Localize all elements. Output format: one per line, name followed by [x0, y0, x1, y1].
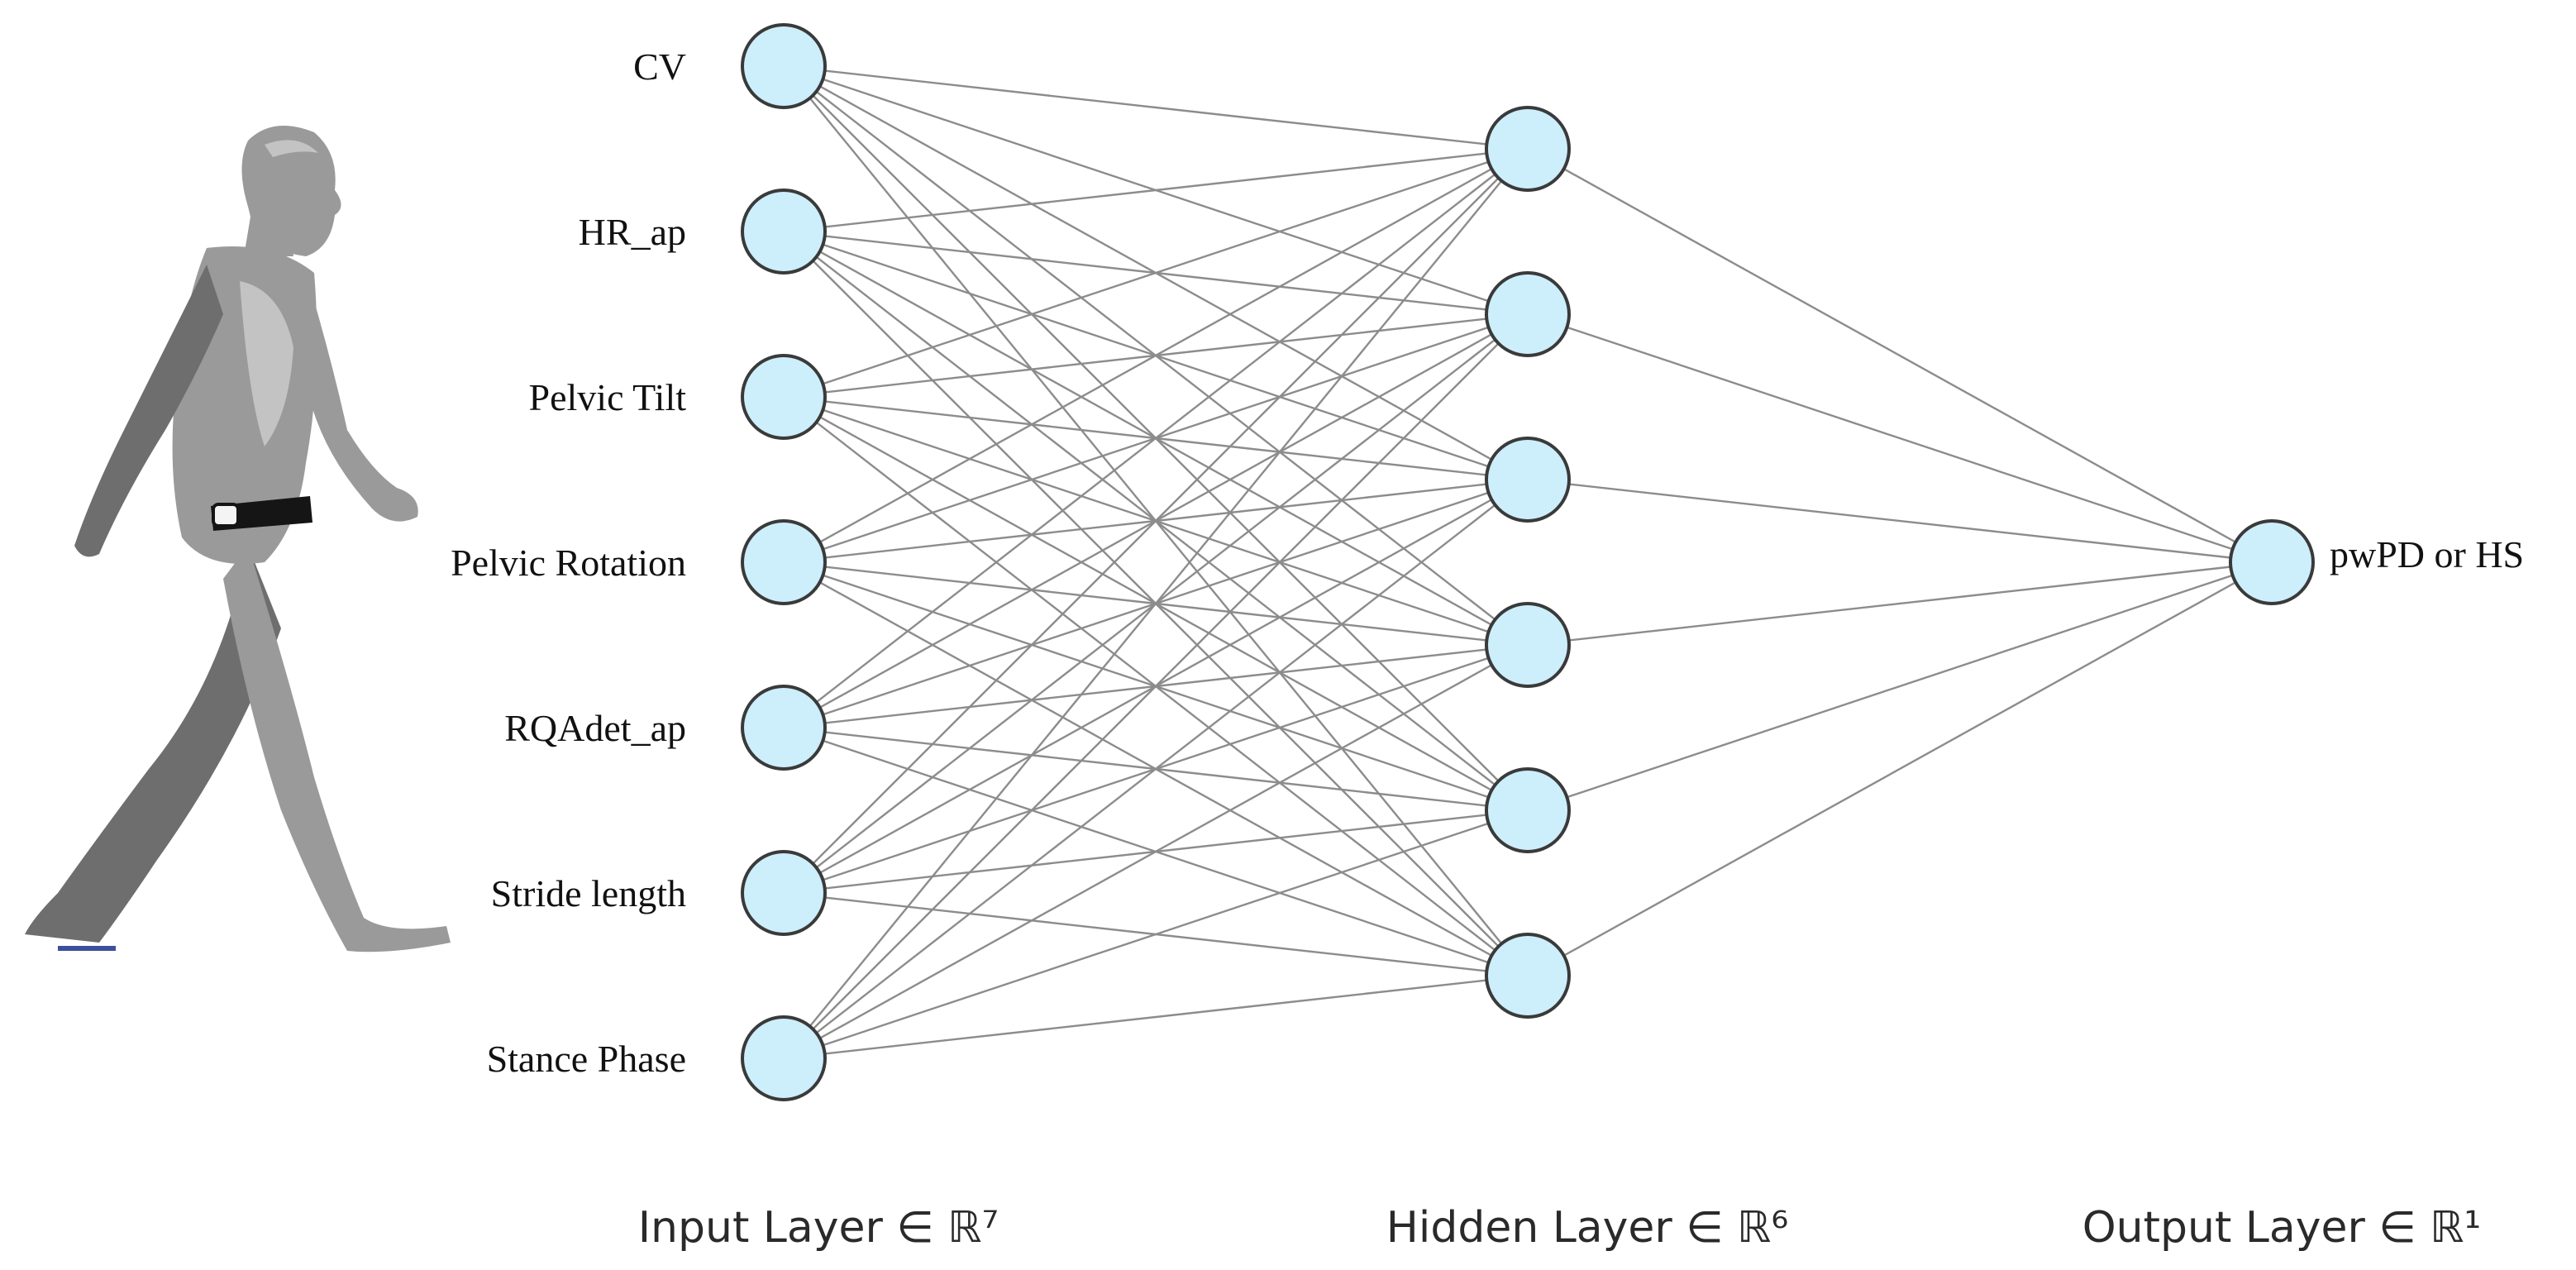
input-feature-label: CV	[633, 45, 686, 88]
input-feature-label: Stride length	[491, 872, 686, 914]
hidden-layer-title: Hidden Layer ∈ ℝ⁶	[1386, 1203, 1788, 1253]
edge-input-5-hidden-0	[783, 148, 1529, 894]
hidden-node-4	[1485, 767, 1571, 853]
input-feature-label: Pelvic Tilt	[529, 376, 687, 418]
edge-input-0-hidden-0	[783, 64, 1529, 150]
edge-input-6-hidden-2	[783, 479, 1529, 1059]
output-label: pwPD or HS	[2330, 533, 2524, 575]
edge-input-6-hidden-3	[783, 643, 1529, 1060]
input-node-3	[741, 519, 827, 605]
edge-input-6-hidden-5	[783, 974, 1529, 1060]
edge-hidden-5-output	[1527, 561, 2273, 977]
input-node-4	[741, 685, 827, 771]
edge-input-2-hidden-0	[783, 147, 1529, 399]
neurons	[741, 23, 2315, 1101]
edge-input-6-hidden-1	[783, 313, 1529, 1059]
output-layer-title: Output Layer ∈ ℝ¹	[2082, 1203, 2482, 1253]
edge-input-4-hidden-0	[783, 148, 1529, 728]
input-node-1	[741, 189, 827, 275]
hidden-node-2	[1485, 437, 1571, 523]
edge-input-6-hidden-0	[783, 148, 1529, 1059]
edge-hidden-3-output	[1527, 561, 2273, 647]
edge-hidden-2-output	[1527, 478, 2273, 564]
input-node-5	[741, 850, 827, 936]
hidden-node-0	[1485, 106, 1571, 192]
edge-hidden-4-output	[1527, 561, 2273, 812]
input-feature-label: Stance Phase	[487, 1038, 686, 1080]
input-node-2	[741, 354, 827, 440]
input-feature-label: RQAdet_ap	[504, 707, 686, 749]
input-feature-label: Pelvic Rotation	[451, 542, 686, 584]
walking-person-illustration	[25, 126, 451, 952]
input-node-6	[741, 1015, 827, 1101]
output-node	[2229, 519, 2315, 605]
edge-input-6-hidden-4	[783, 809, 1529, 1060]
hidden-node-5	[1485, 933, 1571, 1019]
connection-lines	[783, 64, 2273, 1060]
edge-hidden-0-output	[1527, 147, 2273, 564]
input-layer-title: Input Layer ∈ ℝ⁷	[638, 1203, 999, 1253]
input-feature-label: HR_ap	[579, 211, 686, 253]
hidden-node-1	[1485, 271, 1571, 357]
hidden-node-3	[1485, 602, 1571, 688]
edge-input-1-hidden-0	[783, 147, 1529, 233]
edge-hidden-1-output	[1527, 313, 2273, 564]
input-node-0	[741, 23, 827, 109]
edge-input-3-hidden-0	[783, 147, 1529, 564]
